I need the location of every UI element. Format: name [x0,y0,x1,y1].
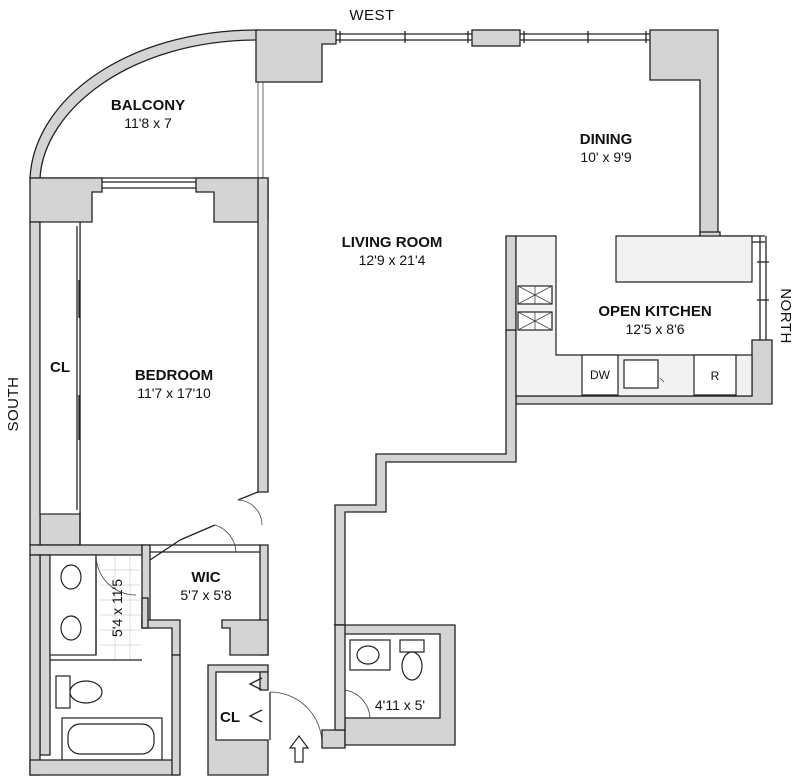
bedroom-closet-label: CL [50,359,70,376]
kitchen-counter [515,235,753,397]
bedroom-dims: 11'7 x 17'10 [137,385,211,401]
refrigerator [693,354,737,396]
refrigerator-label: R [711,369,720,383]
dishwasher-label: DW [590,368,611,382]
compass-west: WEST [349,7,394,24]
kitchen-sink [623,359,659,389]
living-east-wall [334,235,517,626]
cooktop [517,285,553,331]
open-kitchen-label: OPEN KITCHEN [598,303,711,320]
bathroom-floor-tile [100,555,142,661]
west-wall [255,29,719,245]
entry-closet [207,664,269,776]
compass-north: NORTH [777,288,794,344]
entry [269,691,346,763]
wic-dims: 5'7 x 5'8 [180,587,231,603]
balcony-label: BALCONY [111,97,185,114]
bathroom [29,554,181,776]
powder-room-dims: 4'11 x 5' [375,697,425,713]
dining-label: DINING [580,131,633,148]
toilet [55,675,103,709]
sink-2 [60,615,82,641]
bedroom-closet [39,221,81,545]
entry-closet-label: CL [220,709,240,726]
window-ticks [339,31,647,43]
sink-1 [60,564,82,590]
powder-toilet [399,639,425,681]
powder-room [333,624,456,746]
bedroom-door [237,491,263,526]
compass-south: SOUTH [5,377,22,432]
bedroom-label: BEDROOM [135,367,213,384]
kitchen [515,235,753,397]
bathroom-dims: 5'4 x 11'5 [109,579,125,637]
dishwasher [581,354,619,396]
balcony-dims: 11'8 x 7 [124,115,172,131]
living-room-dims: 12'9 x 21'4 [359,252,426,268]
stepped-wall [334,329,517,626]
dining-dims: 10' x 9'9 [580,149,631,165]
entrance-arrow-icon [288,735,310,763]
open-kitchen-dims: 12'5 x 8'6 [625,321,684,337]
living-room-label: LIVING ROOM [342,234,443,251]
wic-label: WIC [191,569,220,586]
bathtub [61,717,163,761]
kitchen-island [615,235,753,283]
